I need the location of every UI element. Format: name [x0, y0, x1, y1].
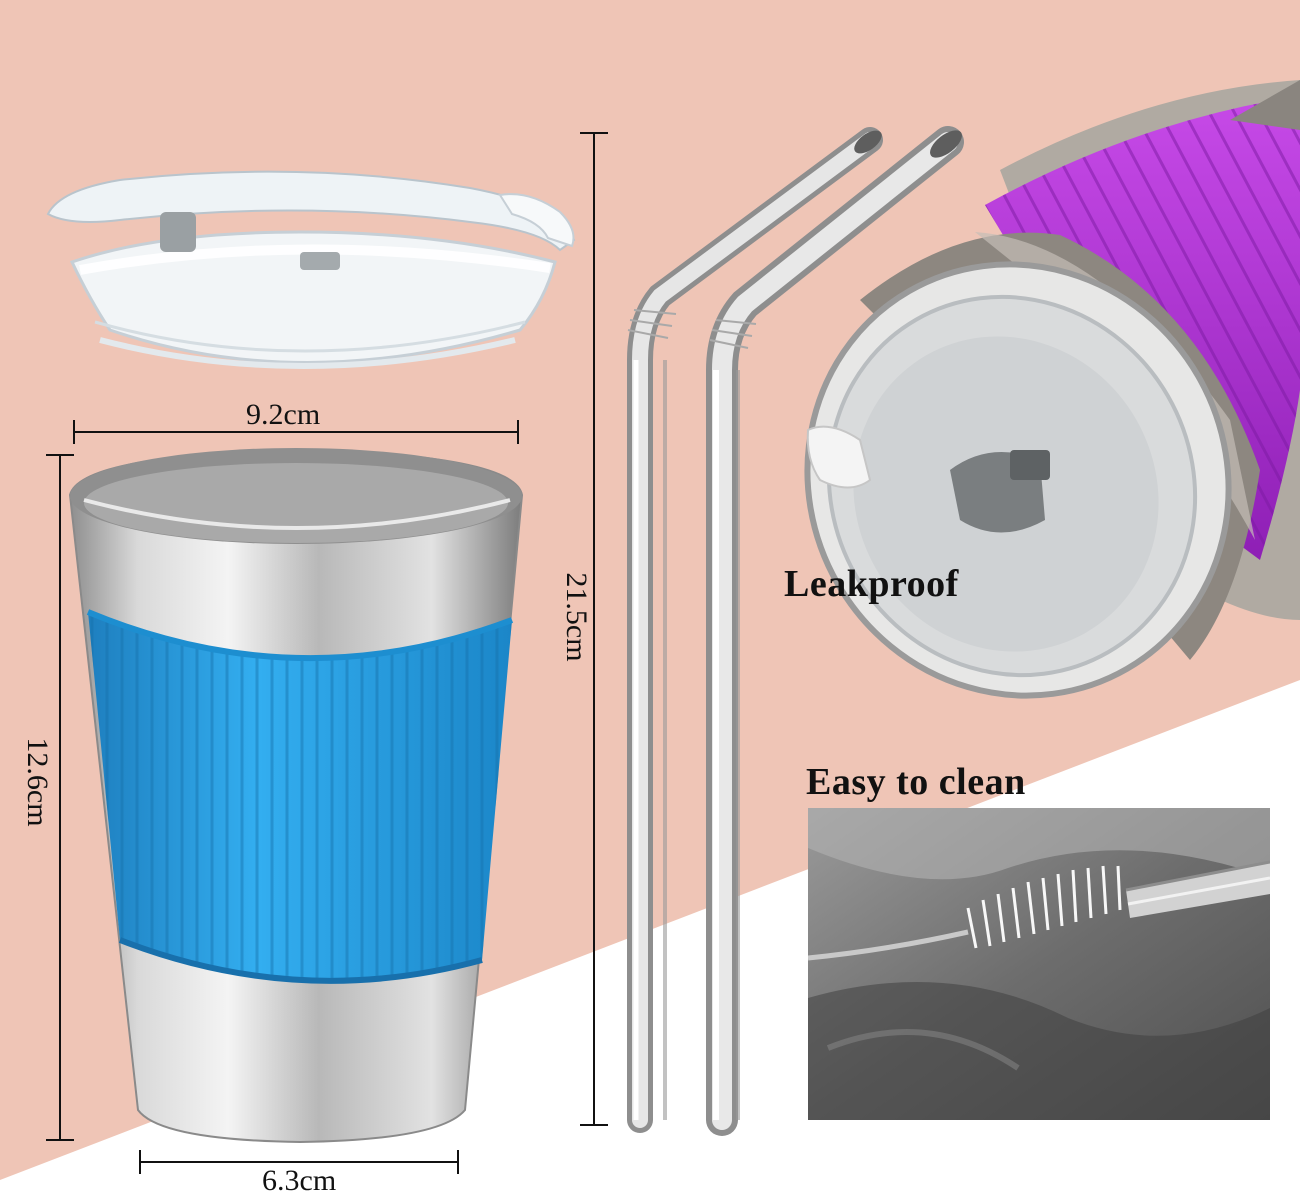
- cleaning-brush-photo: [808, 808, 1270, 1120]
- cup-illustration: [68, 448, 524, 1144]
- straw-length-label: 21.5cm: [560, 572, 593, 662]
- tumbler-illustration: [804, 80, 1300, 699]
- lid-width-label: 9.2cm: [246, 398, 321, 431]
- base-width-label: 6.3cm: [262, 1164, 337, 1194]
- straws-illustration: [627, 126, 964, 1136]
- lid-illustration: [46, 170, 576, 369]
- easy-to-clean-label: Easy to clean: [806, 761, 1026, 803]
- leakproof-label: Leakproof: [784, 563, 959, 605]
- cup-height-label: 12.6cm: [21, 737, 54, 827]
- dimension-lines: [46, 132, 608, 1174]
